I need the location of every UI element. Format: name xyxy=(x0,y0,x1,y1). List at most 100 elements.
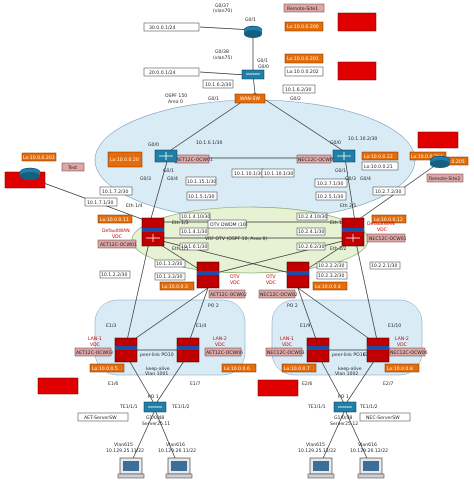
lo-20-label: Lo:10.0.0.20 xyxy=(110,157,139,163)
router-test[interactable] xyxy=(19,167,41,180)
ip-111-box xyxy=(261,168,295,178)
te11-right: TE1/1/1 xyxy=(307,404,326,410)
nexus-nec-wan[interactable] xyxy=(341,217,365,247)
nec-ocw03-label: NEC12C-OCW03 xyxy=(267,350,305,356)
otv-vdc-left-label: VDC xyxy=(230,280,240,286)
default-wan-right: DefaultWAN xyxy=(367,221,395,227)
ip-1-10-box xyxy=(202,79,234,89)
otvvdc-ip-b: 10.1.2.2/30 xyxy=(101,272,127,278)
label-g038: G0/38 xyxy=(215,49,229,55)
label-ospf: OSPF 150 xyxy=(165,93,187,99)
wansw-box xyxy=(234,93,266,104)
otv-ip-l2-box xyxy=(179,227,209,236)
pc-aet-2-icon[interactable] xyxy=(165,457,193,479)
nexus-lan1-aet[interactable] xyxy=(114,337,138,363)
nexus-nec-otv[interactable] xyxy=(286,261,310,289)
g0-right: G1/0/48 xyxy=(334,415,352,421)
ip-1-11-box xyxy=(282,84,316,94)
g03-right-label: G0/3 xyxy=(345,176,356,182)
lo-202-label: Lo:10.0.0.202 xyxy=(287,69,319,75)
lo-203-label: Lo:10.0.0.203 xyxy=(23,155,55,161)
switch-top-2[interactable] xyxy=(241,69,265,80)
router-top-1[interactable] xyxy=(243,25,263,38)
lo-5-label: Lo:10.0.0.5 xyxy=(92,366,118,372)
pc-aet-1-icon[interactable] xyxy=(117,457,145,479)
nexus-aet-otv[interactable] xyxy=(196,261,220,289)
lo-201-box xyxy=(284,53,324,64)
vlan-a2: Vlan616 xyxy=(166,442,185,448)
server-switch-aet[interactable] xyxy=(143,401,167,413)
middle-section: Test Remote-Site2 Lo:10.0.0.203 Lo:10.0.… xyxy=(4,131,469,207)
g00-left-label: G0/0 xyxy=(148,142,159,148)
otvvdc-ip-a-box xyxy=(154,259,186,268)
vlan-b-label: Vlan 1002 xyxy=(335,371,358,377)
aet-ocw06-label: AET12C-OCW06 xyxy=(206,350,243,356)
lo-7-box xyxy=(281,363,317,373)
po2-right: PO 2 xyxy=(287,303,298,309)
top-section: G0/37 (vlan70) G0/1 Remote-Site1 30.0.0.… xyxy=(143,3,377,105)
otv-ip-l3-label: 10.1.6.1/30 xyxy=(181,244,207,250)
ip-1-11-label: 10.1.6.2/30 xyxy=(285,87,311,93)
ip-104-box xyxy=(84,197,118,207)
ip-20-label: 20.0.0.1/24 xyxy=(149,70,175,76)
server-switch-nec[interactable] xyxy=(333,401,357,413)
otv-ip-l2-label: 10.1.4.1/30 xyxy=(181,229,207,235)
otv-ip-r1-label: 10.2.4.10/30 xyxy=(298,214,327,220)
default-wan-left: DefaultWAN xyxy=(102,228,130,234)
otv-right-label: OTV xyxy=(266,274,276,280)
g03-left-label: G0/3 xyxy=(140,176,151,182)
ip-111-label: 10.1.10.1/30 xyxy=(264,171,293,177)
lo-3-label: Lo:10.0.0.3 xyxy=(162,284,188,290)
nexus-lan2-nec[interactable] xyxy=(366,337,390,363)
pc-nec-2-icon[interactable] xyxy=(357,457,385,479)
lan-e27: E2/7 xyxy=(383,381,393,387)
lo-8-label: Lo:10.0.0.8 xyxy=(387,366,413,372)
eth15-label: Eth 1/5 xyxy=(172,246,189,252)
label-g037: G0/37 xyxy=(215,3,229,9)
label-g02: G0/2 xyxy=(290,96,301,102)
po1-left: PO 1 xyxy=(148,394,159,400)
switch-aet-ocw01[interactable] xyxy=(154,149,178,163)
red-note-6 xyxy=(257,379,299,397)
eth22-label: Eth 2/2 xyxy=(330,246,347,252)
lan-e16: E1/6 xyxy=(108,381,118,387)
ip-105-label: 10.1.5.1/30 xyxy=(188,194,214,200)
otvvdc-ip-d-box xyxy=(316,261,348,270)
bottom-section: PO 1 PO 1 AET-ServerSW NEC-ServerSW TE1/… xyxy=(77,394,411,479)
vdc-right-otv: VDC xyxy=(377,227,387,233)
nexus-aet-wan[interactable] xyxy=(141,217,165,247)
aet-ocw01b-label: AET12C-OCW01 xyxy=(100,242,137,248)
pc-nec-1-icon[interactable] xyxy=(307,457,335,479)
keepalive-left: keep-alive xyxy=(146,366,170,372)
router-remote-site2[interactable] xyxy=(429,155,451,168)
lan-ev10: E1/10 xyxy=(388,323,401,329)
ip-30-box xyxy=(143,22,200,32)
lo-200-label: Lo:10.0.0.200 xyxy=(287,24,319,30)
nexus-lan1-nec[interactable] xyxy=(306,337,330,363)
eth16-label: Eth 1/6 xyxy=(330,220,347,226)
otvvdc-ip-e-box xyxy=(369,261,401,270)
vlan-a2-ip: 10.129.26.11/22 xyxy=(158,448,196,454)
nec-ocw01b-box xyxy=(366,233,406,243)
aet-ocw03-label: AET12C-OCW03 xyxy=(76,350,113,356)
ip-108-box xyxy=(372,186,406,196)
lo-22-label: Lo:10.0.0.22 xyxy=(364,154,393,160)
g01-right-label: G0/1 xyxy=(335,168,346,174)
otvvdc-ip-f-box xyxy=(316,271,348,280)
po2-left: PO 2 xyxy=(208,303,219,309)
ip-102-label: 10.1.10.1/30 xyxy=(234,171,263,177)
nexus-lan2-aet[interactable] xyxy=(176,337,200,363)
wansw-label: WAN-SW xyxy=(240,96,260,102)
lo-4-box xyxy=(312,281,348,291)
label-g01-top: G0/1 xyxy=(245,17,256,23)
aet-ocw01b-box xyxy=(97,239,137,249)
vlan-b2-ip: 10.129.26.12/22 xyxy=(350,448,388,454)
remote-site1-label: Remote-Site1 xyxy=(287,6,318,12)
ip-106-box xyxy=(315,191,347,201)
lan-e17: E1/7 xyxy=(190,381,200,387)
switch-nec-ocw01[interactable] xyxy=(332,149,356,163)
otvvdc-ip-f: 10.2.3.2/30 xyxy=(318,273,344,279)
lo-20-box xyxy=(107,151,143,168)
otv-left-label: OTV xyxy=(230,274,240,280)
